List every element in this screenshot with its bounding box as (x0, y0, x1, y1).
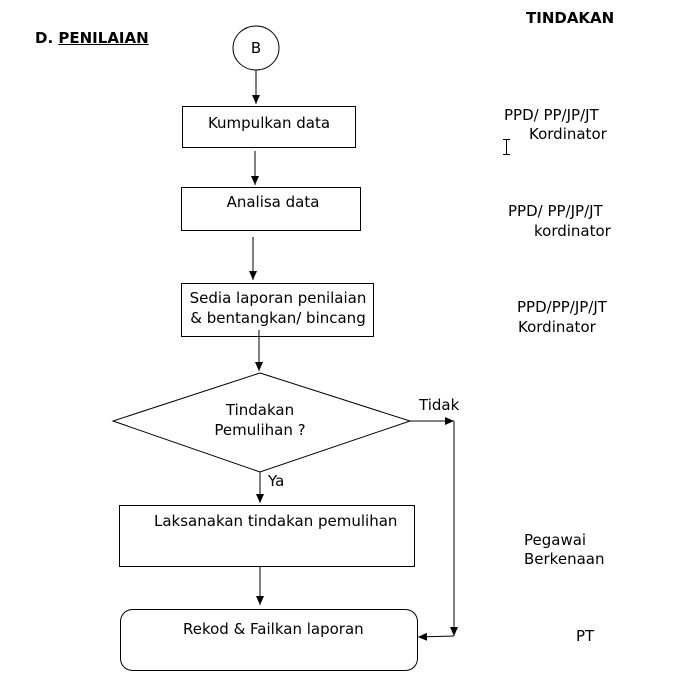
responsibility-analyze-line1: PPD/ PP/JP/JT (508, 202, 603, 220)
collect-box (182, 106, 356, 148)
decision-text-line1: Tindakan (225, 401, 295, 419)
action-column-header: TINDAKAN (526, 9, 615, 27)
record-step-text: Rekod & Failkan laporan (183, 620, 364, 638)
prepare-step-text-line2: & bentangkan/ bincang (190, 309, 366, 327)
responsibility-prepare-line1: PPD/PP/JP/JT (517, 298, 607, 316)
responsibility-implement-line2: Berkenaan (524, 550, 605, 568)
connector-no-to-record (417, 632, 455, 641)
implement-step-text: Laksanakan tindakan pemulihan (154, 512, 398, 530)
implement-box (119, 505, 415, 567)
start-connector-label: B (250, 39, 262, 57)
analyze-step-text: Analisa data (226, 193, 320, 211)
record-box (120, 609, 418, 671)
responsibility-record: PT (576, 627, 595, 645)
branch-label-yes: Ya (268, 472, 285, 490)
section-title: PENILAIAN (58, 29, 149, 47)
decision-text-line2: Pemulihan ? (214, 421, 306, 439)
responsibility-analyze-line2: kordinator (534, 222, 611, 240)
section-prefix: D. (35, 29, 54, 47)
branch-label-no: Tidak (419, 396, 460, 414)
responsibility-prepare-line2: Kordinator (518, 318, 596, 336)
prepare-box (181, 283, 374, 337)
analyze-box (181, 187, 361, 231)
prepare-step-text-line1: Sedia laporan penilaian (189, 289, 367, 307)
collect-step-text: Kumpulkan data (207, 114, 331, 132)
responsibility-collect-line1: PPD/ PP/JP/JT (504, 106, 599, 124)
responsibility-implement-line1: Pegawai (524, 531, 587, 549)
section-heading: D. PENILAIAN (35, 28, 149, 48)
responsibility-collect-line2: Kordinator (529, 125, 607, 143)
text-cursor-icon (503, 139, 510, 155)
